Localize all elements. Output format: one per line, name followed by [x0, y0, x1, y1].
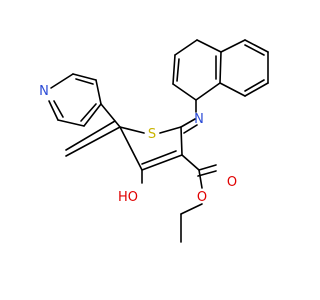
pyridine-ring — [48, 73, 102, 127]
bond — [198, 169, 203, 189]
bond — [244, 79, 265, 92]
bond — [65, 120, 116, 151]
bond — [180, 126, 183, 156]
bond — [180, 118, 196, 128]
imine-n-label: N — [194, 112, 204, 127]
bond — [83, 103, 102, 127]
bond — [95, 79, 102, 105]
ester-o-label: O — [197, 190, 207, 205]
bond — [172, 54, 176, 85]
bond — [50, 73, 74, 89]
bond — [183, 124, 198, 134]
bond — [141, 150, 177, 165]
bond — [53, 100, 64, 118]
bond — [180, 203, 203, 215]
bond — [159, 126, 182, 134]
bond — [119, 126, 145, 134]
bond — [48, 100, 59, 121]
bond — [196, 39, 222, 53]
bond — [195, 82, 221, 101]
bond — [174, 39, 198, 56]
carbonyl-o-label: O — [227, 175, 237, 190]
bond — [244, 44, 265, 56]
bond — [80, 103, 97, 122]
bond — [219, 51, 222, 84]
bond — [141, 154, 183, 171]
molecule-structure: N S N HO O O — [39, 39, 269, 243]
bond — [197, 170, 217, 177]
pyridine-n-label: N — [39, 84, 49, 99]
bond — [244, 39, 269, 53]
bond — [119, 126, 143, 171]
bond — [220, 39, 246, 53]
bond — [244, 82, 269, 97]
bond — [65, 126, 121, 157]
naphthalene-ring — [172, 39, 269, 101]
bond — [172, 83, 197, 101]
sulfur-label: S — [148, 127, 156, 142]
bond — [75, 78, 94, 85]
bond — [57, 119, 85, 127]
bond — [176, 58, 180, 82]
bond — [100, 103, 121, 128]
structure-canvas: N S N HO O O — [39, 39, 269, 243]
thiophene-ring — [119, 126, 183, 171]
bond — [198, 164, 217, 171]
bond — [72, 73, 97, 81]
bond — [181, 154, 200, 171]
hydroxyl-label: HO — [118, 190, 138, 205]
bond — [219, 82, 246, 97]
ester-group — [180, 154, 217, 243]
